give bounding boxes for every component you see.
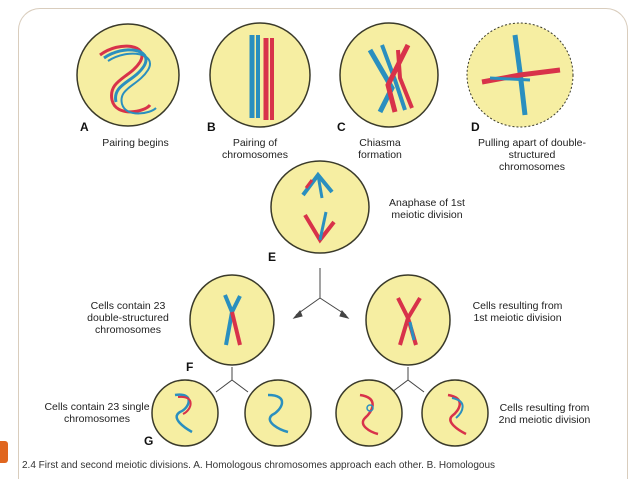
figure-caption: 2.4 First and second meiotic divisions. … xyxy=(22,460,496,471)
stage-letter-a: A xyxy=(80,120,89,134)
label-pairing-begins: Pairing begins xyxy=(102,137,169,149)
cell-g-2 xyxy=(244,379,312,447)
branch-arrows-f xyxy=(215,367,425,393)
label-anaphase-1st: Anaphase of 1st meiotic division xyxy=(389,197,465,221)
label-pulling-apart: Pulling apart of double-structured chrom… xyxy=(478,137,586,173)
cell-e xyxy=(270,160,370,254)
cell-g-1 xyxy=(151,379,219,447)
cell-a xyxy=(76,23,180,127)
label-chiasma-formation: Chiasma formation xyxy=(358,137,402,161)
slide-accent-bar xyxy=(0,441,8,463)
stage-letter-f: F xyxy=(186,360,194,374)
cell-f-right xyxy=(365,274,451,366)
cell-f-left xyxy=(189,274,275,366)
stage-letter-b: B xyxy=(207,120,216,134)
label-cells-2nd-division: Cells resulting from 2nd meiotic divisio… xyxy=(498,402,591,426)
label-cells-23-single: Cells contain 23 single chromosomes xyxy=(44,401,150,425)
cell-c xyxy=(339,22,439,128)
branch-arrows-e xyxy=(292,268,350,319)
cell-b xyxy=(209,22,311,128)
label-cells-23-double: Cells contain 23 double-structured chrom… xyxy=(87,300,169,336)
stage-letter-c: C xyxy=(337,120,346,134)
cell-g-3 xyxy=(335,379,403,447)
stage-letter-g: G xyxy=(144,434,154,448)
cell-g-4 xyxy=(421,379,489,447)
label-cells-1st-division: Cells resulting from 1st meiotic divisio… xyxy=(472,300,563,324)
stage-letter-e: E xyxy=(268,250,277,264)
label-pairing-of-chromosomes: Pairing of chromosomes xyxy=(222,137,288,161)
cell-d xyxy=(466,22,574,128)
stage-letter-d: D xyxy=(471,120,480,134)
